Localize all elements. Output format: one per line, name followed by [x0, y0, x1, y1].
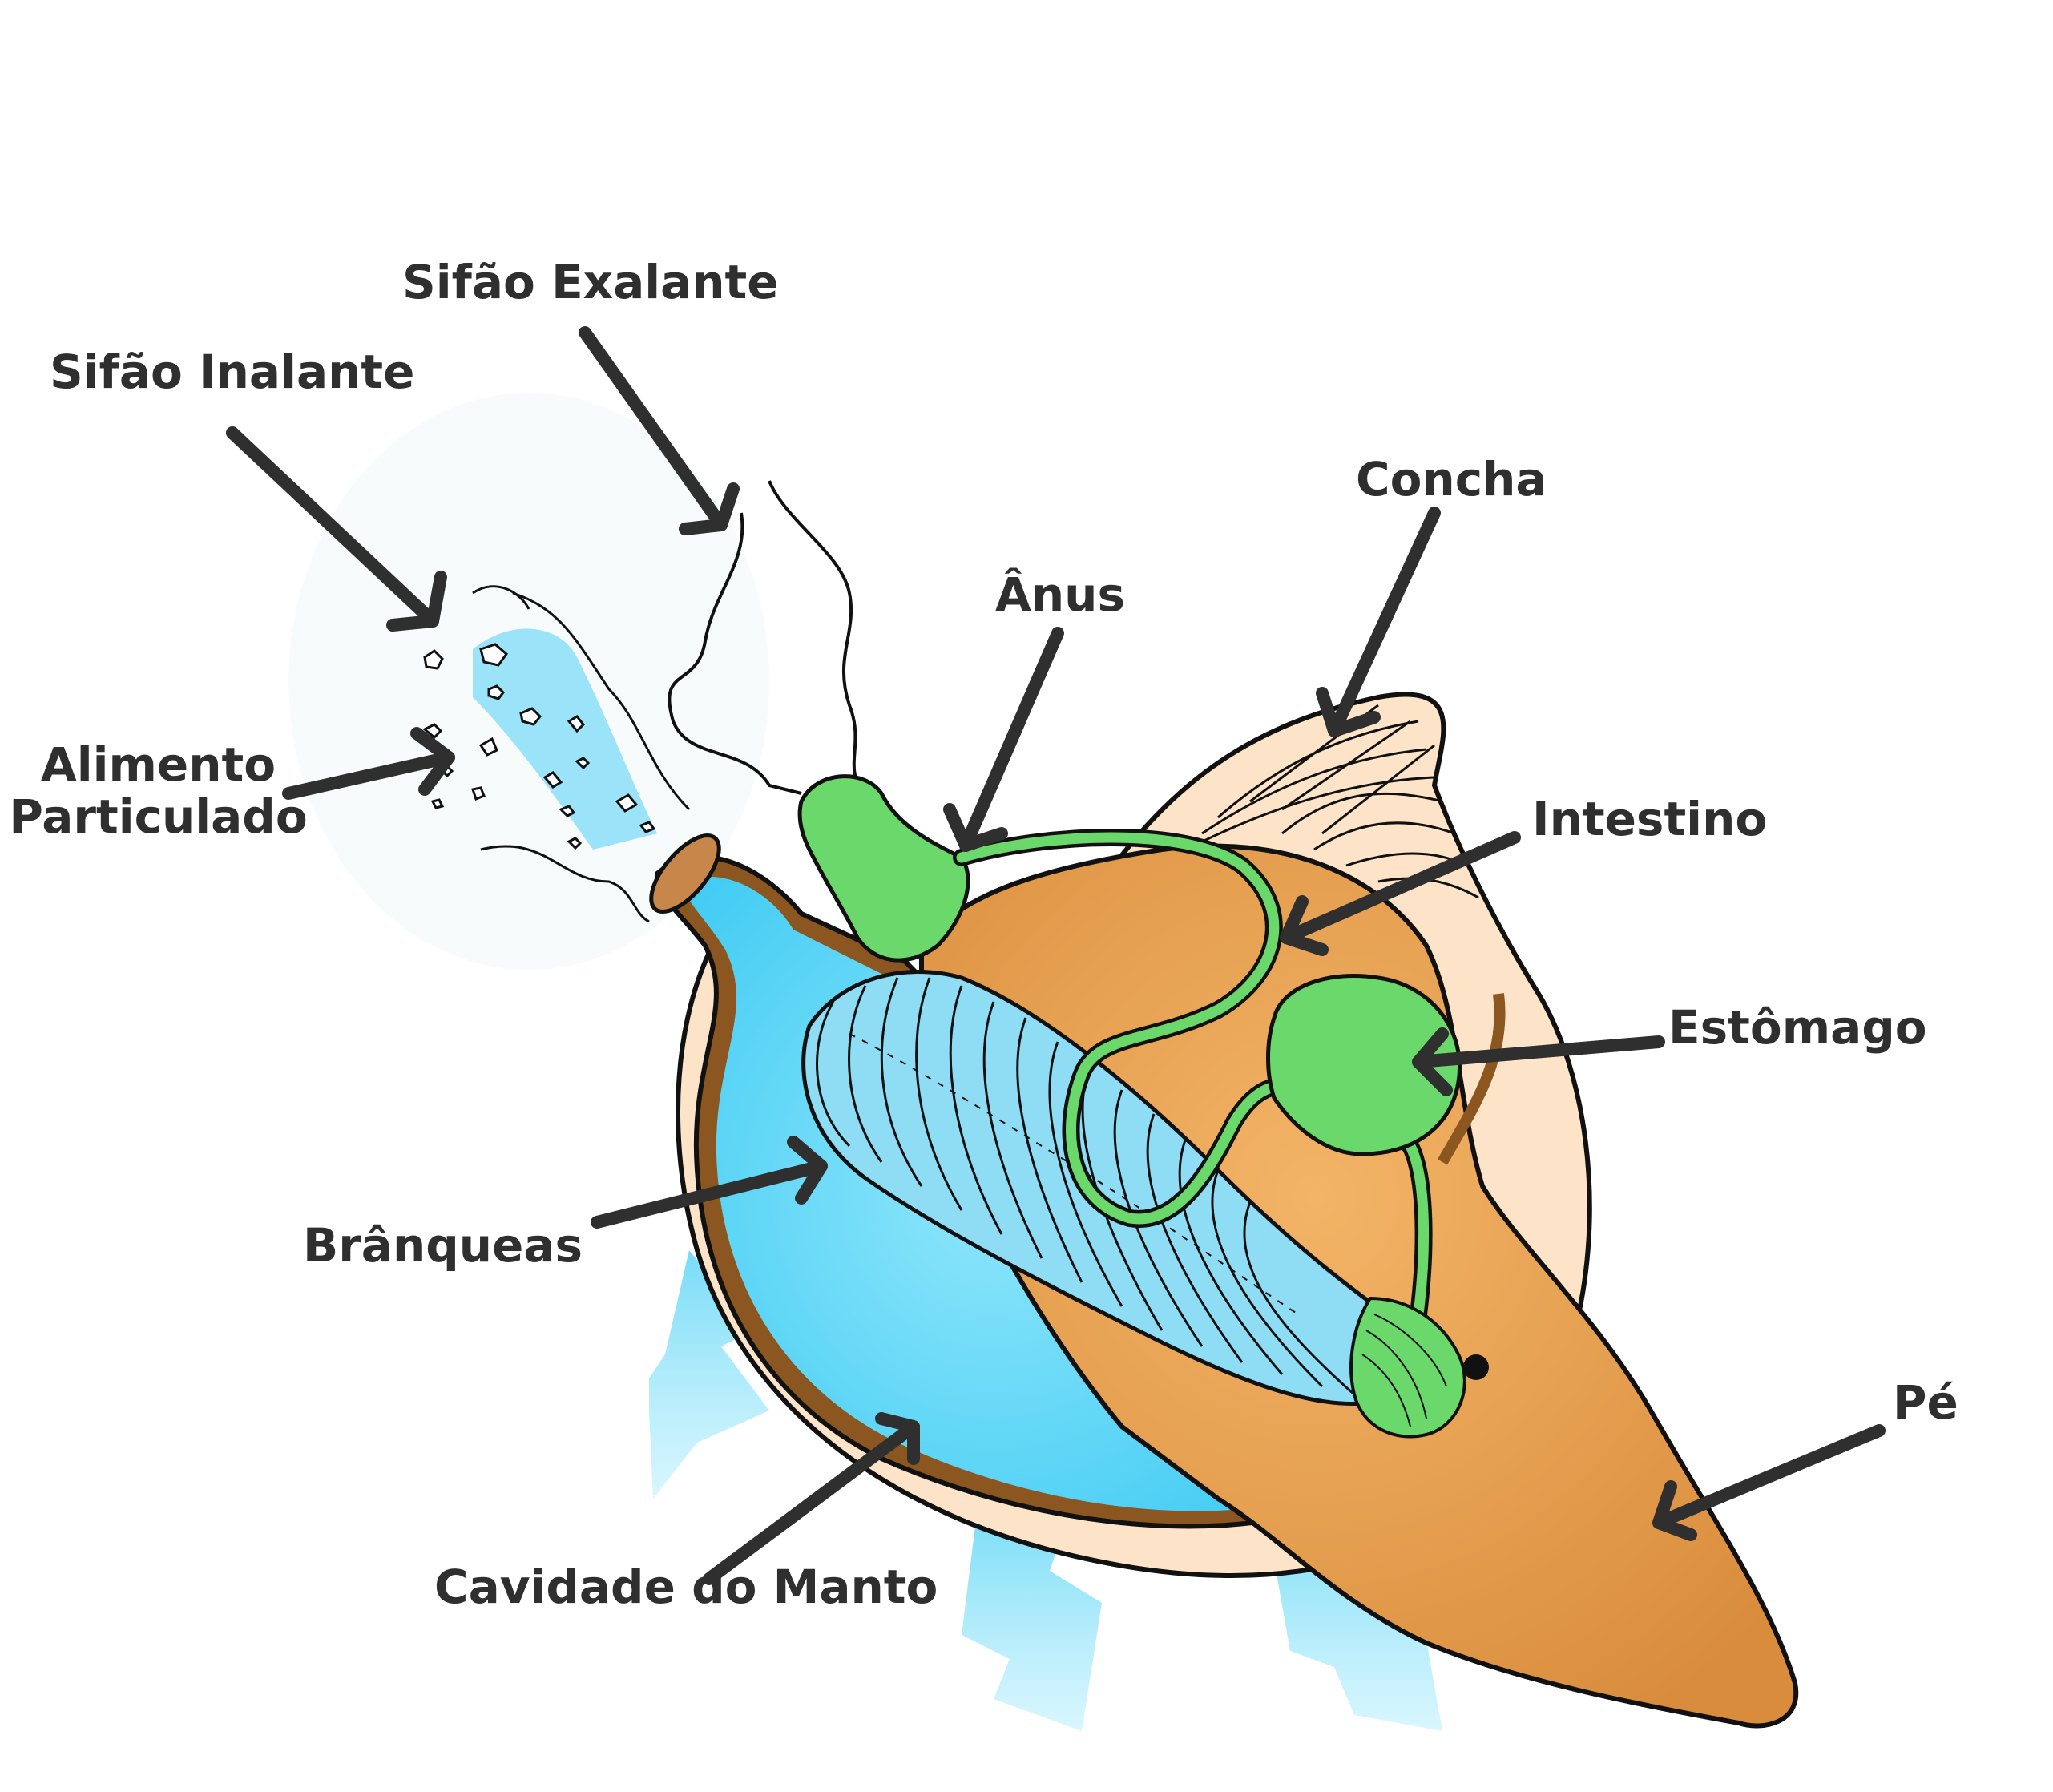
arrow-intestino: [1280, 831, 1521, 956]
digestive-tract: [797, 774, 1489, 1439]
visceral-mass: [919, 843, 1799, 1729]
arrow-sifao-inalante: [226, 426, 447, 632]
label-intestino: Intestino: [1532, 792, 1768, 846]
label-sifao-exalante: Sifão Exalante: [402, 255, 779, 309]
foot: [919, 843, 1799, 1729]
label-concha: Concha: [1356, 452, 1547, 507]
anus-lobe: [797, 774, 970, 963]
anal-papilla: [1349, 1296, 1466, 1439]
label-sifao-inalante: Sifão Inalante: [50, 345, 415, 399]
arrow-estomago: [1412, 1027, 1665, 1096]
arrow-branqueas: [591, 1136, 828, 1229]
arrow-anus: [943, 627, 1064, 852]
label-alimento-line2: Particulado: [9, 789, 308, 844]
arrow-sifao-exalante: [579, 326, 740, 535]
exhalant-siphon-lines: [668, 480, 867, 795]
arrow-alimento: [282, 727, 455, 800]
arrow-cavidade: [703, 1412, 920, 1585]
flow-arrow-left: [649, 1250, 769, 1499]
label-alimento-particulado: Alimento Particulado: [0, 739, 317, 843]
label-estomago: Estômago: [1668, 1000, 1927, 1055]
label-cavidade-do-manto: Cavidade do Manto: [434, 1560, 938, 1614]
label-anus: Ânus: [995, 567, 1125, 622]
flow-arrow-bottom: [962, 1507, 1102, 1731]
inhalant-siphon-rim: [649, 833, 721, 914]
inhalant-stream: [472, 585, 691, 923]
label-arrows: [226, 326, 1886, 1585]
label-pe: Pé: [1893, 1375, 1958, 1430]
arrow-pe: [1652, 1424, 1886, 1541]
label-alimento-line1: Alimento: [40, 737, 276, 792]
label-branqueas: Brânqueas: [303, 1218, 583, 1273]
arrow-concha: [1316, 507, 1441, 737]
stomach: [1266, 973, 1462, 1156]
